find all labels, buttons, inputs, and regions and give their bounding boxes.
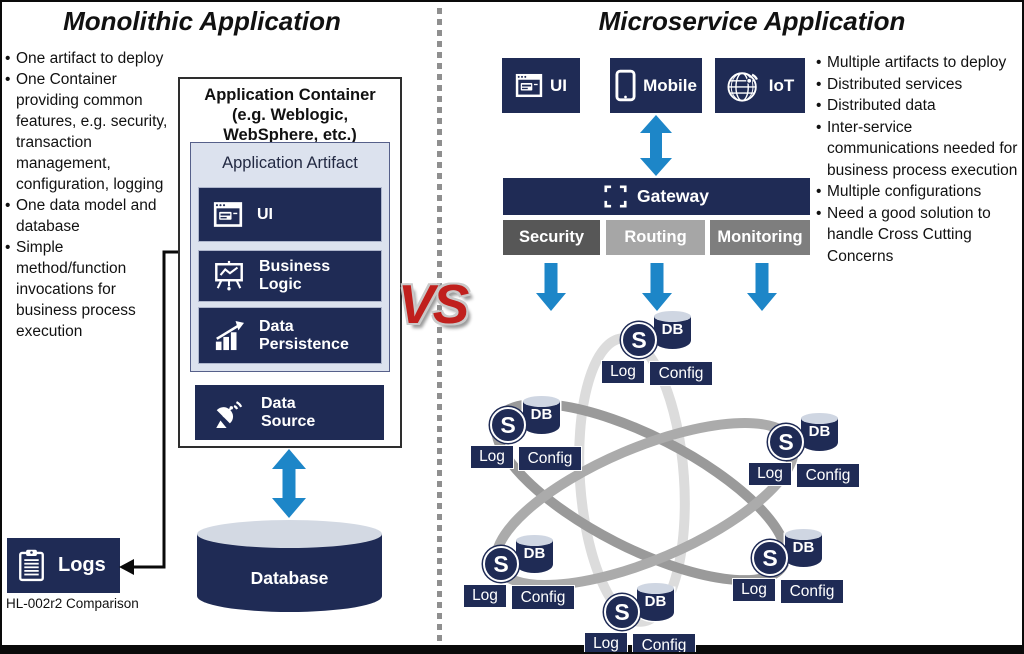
log-box: Log <box>464 585 506 607</box>
log-box: Log <box>749 463 791 485</box>
security-box: Security <box>503 220 600 255</box>
ui-client-box: UI <box>502 58 580 113</box>
microservice-title: Microservice Application <box>598 6 906 36</box>
microservice-node-upper-right: DB S Log Config <box>749 413 861 492</box>
bullet-item: One data model and database <box>5 195 177 237</box>
config-box: Config <box>781 580 843 603</box>
config-box: Config <box>633 634 695 652</box>
satellite-dish-icon <box>216 400 243 428</box>
mobile-client-label: Mobile <box>643 75 697 95</box>
ui-row: UI <box>198 187 382 242</box>
bullet-item: Multiple artifacts to deploy <box>816 52 1022 74</box>
service-circle-icon: S <box>768 424 804 460</box>
bullet-item: One artifact to deploy <box>5 48 177 69</box>
bottom-border-bar <box>2 645 1022 652</box>
security-label: Security <box>518 228 585 246</box>
scan-brackets-icon <box>604 185 627 208</box>
service-circle-icon: S <box>490 407 526 443</box>
db-cylinder-icon: DB <box>654 311 691 349</box>
bar-chart-arrow-icon <box>215 320 244 350</box>
bullet-item: Simple method/function invocations for b… <box>5 237 177 342</box>
microservice-node-lower-right: DB S Log Config <box>733 529 845 608</box>
application-artifact-title: Application Artifact <box>222 154 358 172</box>
config-box: Config <box>519 447 581 470</box>
clients-gateway-arrow-icon <box>640 115 672 176</box>
monitoring-down-arrow-icon <box>747 263 777 311</box>
browser-window-icon <box>515 73 543 98</box>
microservice-node-bottom: DB S Log Config <box>585 583 697 652</box>
log-box: Log <box>585 633 627 652</box>
container-database-arrow-icon <box>272 449 306 518</box>
ui-client-label: UI <box>550 75 567 95</box>
presentation-chart-icon <box>215 260 243 291</box>
bullet-item: Multiple configurations <box>816 181 1022 203</box>
database-cylinder: Database <box>195 518 384 614</box>
config-box: Config <box>512 586 574 609</box>
db-cylinder-icon: DB <box>516 535 553 573</box>
microservice-node-lower-left: DB S Log Config <box>464 535 576 614</box>
logs-box: Logs <box>7 538 120 593</box>
logs-label: Logs <box>58 554 106 576</box>
config-box: Config <box>650 362 712 385</box>
microservice-bullet-list: Multiple artifacts to deploy Distributed… <box>816 52 1022 268</box>
bullet-item: Distributed services <box>816 74 1022 96</box>
microservice-node-top: DB S Log Config <box>602 311 714 390</box>
data-persistence-row: Data Persistence <box>198 307 382 364</box>
iot-client-box: IoT <box>715 58 805 113</box>
service-circle-icon: S <box>752 540 788 576</box>
bullet-item: Distributed data <box>816 95 1022 117</box>
db-cylinder-icon: DB <box>785 529 822 567</box>
routing-box: Routing <box>606 220 705 255</box>
config-box: Config <box>797 464 859 487</box>
database-label: Database <box>250 568 329 588</box>
monolithic-bullet-list: One artifact to deploy One Container pro… <box>5 48 177 342</box>
monitoring-box: Monitoring <box>710 220 810 255</box>
data-source-label: Data Source <box>261 394 316 430</box>
db-cylinder-icon: DB <box>523 396 560 434</box>
bullet-item: Inter-service communications needed for … <box>816 117 1022 182</box>
browser-window-icon <box>213 202 243 227</box>
business-logic-label: Business Logic <box>259 258 331 293</box>
data-persistence-label: Data Persistence <box>259 317 349 353</box>
monitoring-label: Monitoring <box>717 228 803 246</box>
service-circle-icon: S <box>483 546 519 582</box>
routing-label: Routing <box>624 228 687 246</box>
business-logic-row: Business Logic <box>198 250 382 302</box>
bullet-item: One Container providing common features,… <box>5 69 177 195</box>
iot-client-label: IoT <box>768 75 795 95</box>
logs-arrowhead-icon <box>119 559 134 575</box>
log-box: Log <box>602 361 644 383</box>
monolithic-title: Monolithic Application <box>63 6 341 36</box>
clipboard-icon <box>19 549 44 582</box>
db-cylinder-icon: DB <box>801 413 838 451</box>
mobile-client-box: Mobile <box>610 58 702 113</box>
application-container-title: Application Container (e.g. Weblogic, We… <box>204 86 376 144</box>
log-box: Log <box>733 579 775 601</box>
database-cylinder-icon <box>197 520 382 612</box>
gateway-label: Gateway <box>637 186 709 206</box>
vs-text: VS <box>398 273 469 335</box>
microservice-node-upper-left: DB S Log Config <box>471 396 583 475</box>
ui-row-label: UI <box>257 205 273 223</box>
db-cylinder-icon: DB <box>637 583 674 621</box>
routing-down-arrow-icon <box>642 263 672 311</box>
data-source-box: Data Source <box>195 385 384 440</box>
service-circle-icon: S <box>604 594 640 630</box>
mobile-device-icon <box>615 69 636 102</box>
globe-signal-icon <box>727 71 758 102</box>
center-divider <box>437 8 442 644</box>
security-down-arrow-icon <box>536 263 566 311</box>
bullet-item: Need a good solution to handle Cross Cut… <box>816 203 1022 268</box>
log-box: Log <box>471 446 513 468</box>
gateway-bar: Gateway <box>503 178 810 215</box>
service-circle-icon: S <box>621 322 657 358</box>
diagram-caption: HL-002r2 Comparison <box>6 596 139 611</box>
